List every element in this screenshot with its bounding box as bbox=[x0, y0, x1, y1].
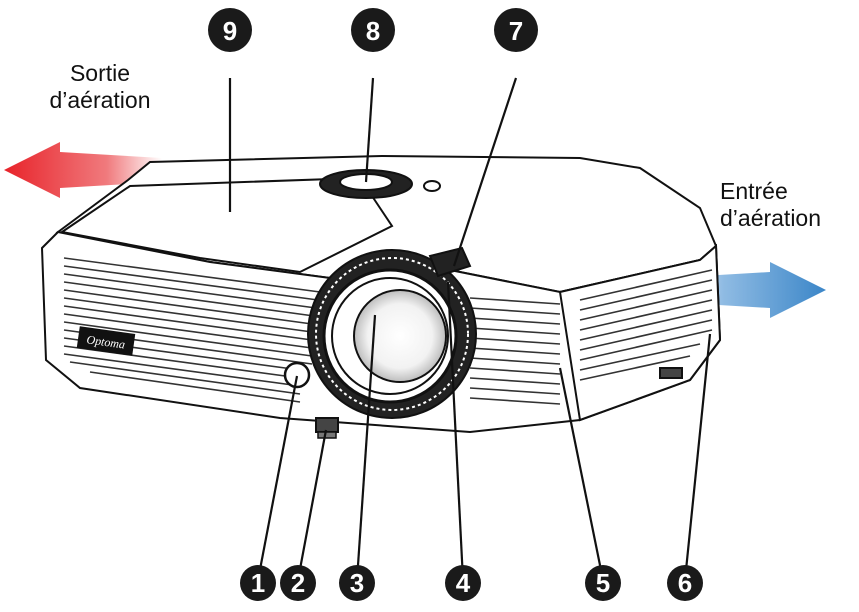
callout-7: 7 bbox=[494, 8, 538, 52]
svg-text:2: 2 bbox=[291, 568, 305, 598]
callout-4: 4 bbox=[445, 565, 481, 601]
callout-9: 9 bbox=[208, 8, 252, 52]
power-button-icon bbox=[423, 180, 441, 192]
zoom-lever bbox=[428, 246, 472, 278]
leader-line-6 bbox=[683, 333, 712, 581]
svg-text:4: 4 bbox=[456, 568, 471, 598]
air-outlet-label-line-2: d’aération bbox=[49, 87, 151, 113]
leader-line-7 bbox=[452, 77, 518, 267]
svg-text:5: 5 bbox=[596, 568, 610, 598]
lens-assembly bbox=[307, 249, 477, 419]
leader-lines bbox=[228, 77, 712, 581]
lamp-cover bbox=[59, 176, 394, 274]
air-inlet-label: Entrée d’aération bbox=[720, 178, 859, 232]
air-inlet-label-line-2: d’aération bbox=[720, 205, 822, 231]
svg-text:7: 7 bbox=[509, 16, 523, 46]
air-outlet-label-line-1: Sortie bbox=[69, 60, 131, 86]
front-vent-grille bbox=[63, 257, 321, 403]
leader-line-5 bbox=[558, 367, 605, 581]
callout-8: 8 bbox=[351, 8, 395, 52]
leader-line-4 bbox=[446, 281, 465, 581]
side-vent-grille bbox=[469, 269, 713, 405]
callout-5: 5 bbox=[585, 565, 621, 601]
tilt-foot bbox=[315, 417, 339, 439]
svg-text:8: 8 bbox=[366, 16, 380, 46]
svg-text:9: 9 bbox=[223, 16, 237, 46]
callouts: 1 2 3 4 5 6 7 bbox=[208, 8, 703, 601]
air-outlet-label: Sortie d’aération bbox=[20, 60, 180, 114]
leader-line-1 bbox=[256, 375, 299, 581]
callout-3: 3 bbox=[339, 565, 375, 601]
callout-6: 6 bbox=[667, 565, 703, 601]
brand-logo-text: Optoma bbox=[86, 332, 126, 351]
leader-line-2 bbox=[296, 429, 328, 581]
air-inlet-label-line-1: Entrée bbox=[720, 178, 788, 204]
svg-text:6: 6 bbox=[678, 568, 692, 598]
leader-line-3 bbox=[355, 314, 377, 581]
lens-glass bbox=[353, 289, 447, 383]
leader-line-8 bbox=[364, 77, 375, 183]
svg-text:1: 1 bbox=[251, 568, 265, 598]
svg-text:3: 3 bbox=[350, 568, 364, 598]
callout-2: 2 bbox=[280, 565, 316, 601]
callout-1: 1 bbox=[240, 565, 276, 601]
ir-receiver bbox=[283, 361, 311, 389]
brand-badge bbox=[76, 326, 136, 356]
rear-foot bbox=[659, 367, 683, 379]
